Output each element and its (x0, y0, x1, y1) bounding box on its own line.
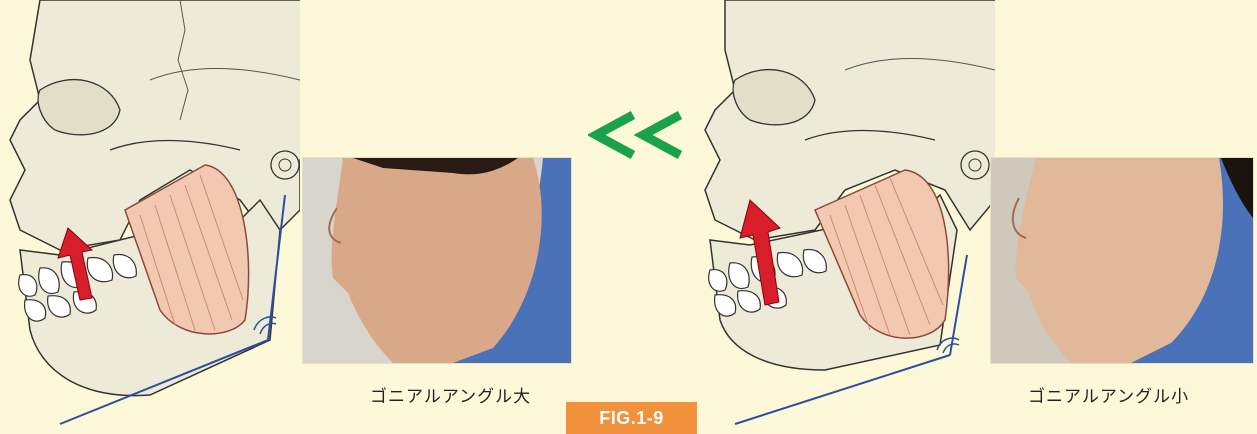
left-panel: ゴニアルアングル大 (0, 0, 580, 434)
caption-small-angle: ゴニアルアングル小 (1028, 382, 1189, 407)
face-photo-graphic (991, 158, 1253, 363)
profile-photo-large-angle (302, 157, 572, 364)
right-panel: ゴニアルアングル小 (695, 0, 1257, 434)
face-photo-graphic (303, 158, 571, 363)
figure-label-badge: FIG.1-9 (566, 402, 697, 434)
profile-photo-small-angle (990, 157, 1254, 364)
skull-illustration-large-angle (0, 0, 300, 434)
direction-chevron-icon (588, 110, 688, 164)
skull-illustration-small-angle (695, 0, 995, 434)
caption-large-angle: ゴニアルアングル大 (370, 382, 531, 407)
